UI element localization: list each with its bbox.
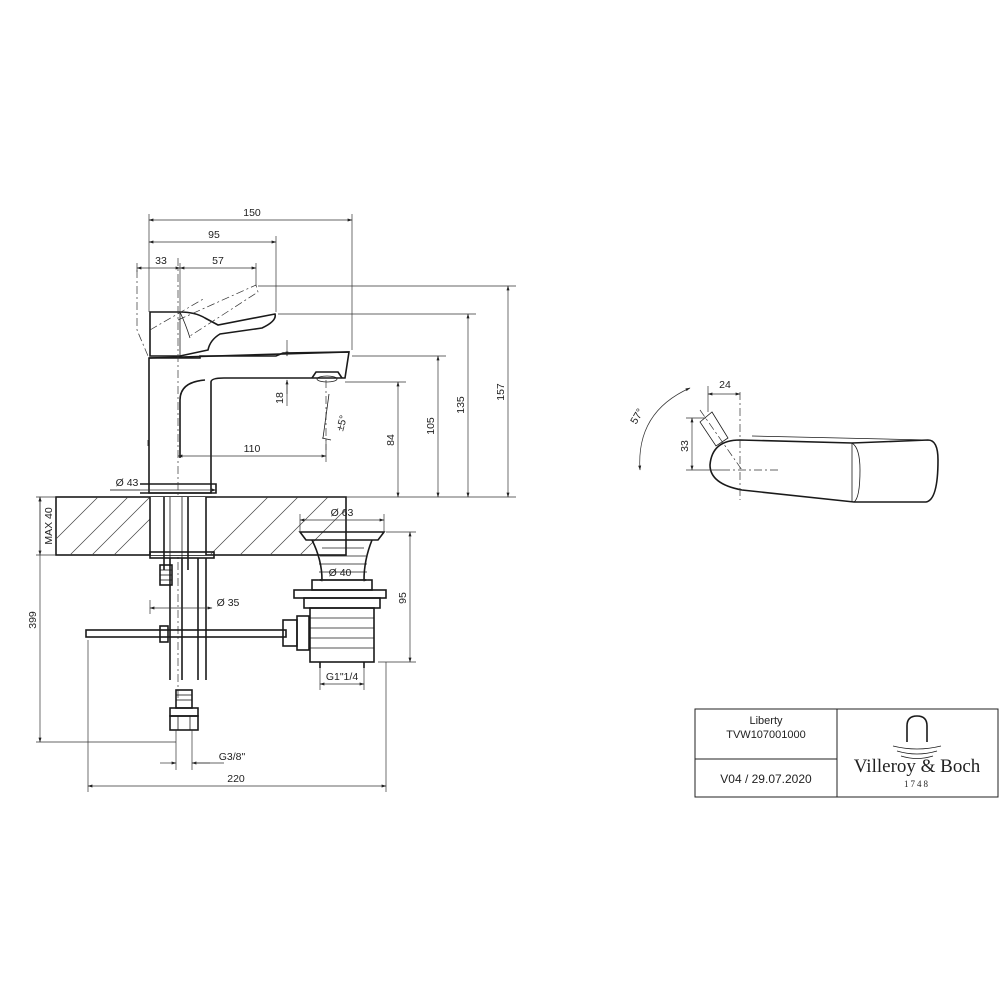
dim-57: 57	[212, 255, 224, 267]
dimension-lines	[36, 214, 516, 792]
product-name: Liberty	[749, 715, 783, 727]
dim-157: 157	[495, 383, 507, 401]
supply-hoses	[85, 558, 310, 731]
dim-33: 33	[155, 255, 167, 267]
popup-waste	[293, 531, 387, 668]
product-code: TVW107001000	[726, 729, 806, 741]
dim-g1-1-4: G1"1/4	[326, 671, 358, 683]
countertop-section	[55, 496, 347, 570]
dim-110: 110	[244, 443, 261, 455]
dim-95: 95	[208, 229, 220, 241]
dim-33-handle: 33	[679, 440, 691, 452]
dim-dia-63: Ø 63	[331, 507, 354, 519]
dim-84: 84	[385, 434, 397, 446]
dim-399: 399	[27, 611, 39, 629]
dim-angle-5: ±5°	[334, 414, 350, 432]
handle-top-view	[638, 386, 939, 503]
dim-95-waste: 95	[397, 592, 409, 604]
villeroy-boch-logo-icon	[892, 715, 942, 759]
dim-105: 105	[425, 417, 437, 435]
faucet-side-view	[136, 258, 350, 700]
dim-135: 135	[455, 396, 467, 414]
dim-150: 150	[243, 207, 261, 219]
dim-g3-8: G3/8"	[219, 751, 246, 763]
dim-max-40: MAX 40	[43, 507, 55, 545]
dim-dia-35: Ø 35	[217, 597, 240, 609]
brand-name: Villeroy & Boch	[854, 756, 981, 777]
dim-24: 24	[719, 379, 731, 391]
dim-angle-57: 57°	[628, 407, 646, 427]
dim-220: 220	[227, 773, 245, 785]
dim-dia-43: Ø 43	[116, 477, 139, 489]
brand-year: 1748	[904, 779, 930, 789]
dim-dia-40: Ø 40	[329, 567, 352, 579]
version-date: V04 / 29.07.2020	[720, 772, 812, 786]
dim-18: 18	[274, 392, 286, 404]
title-block	[694, 708, 999, 798]
